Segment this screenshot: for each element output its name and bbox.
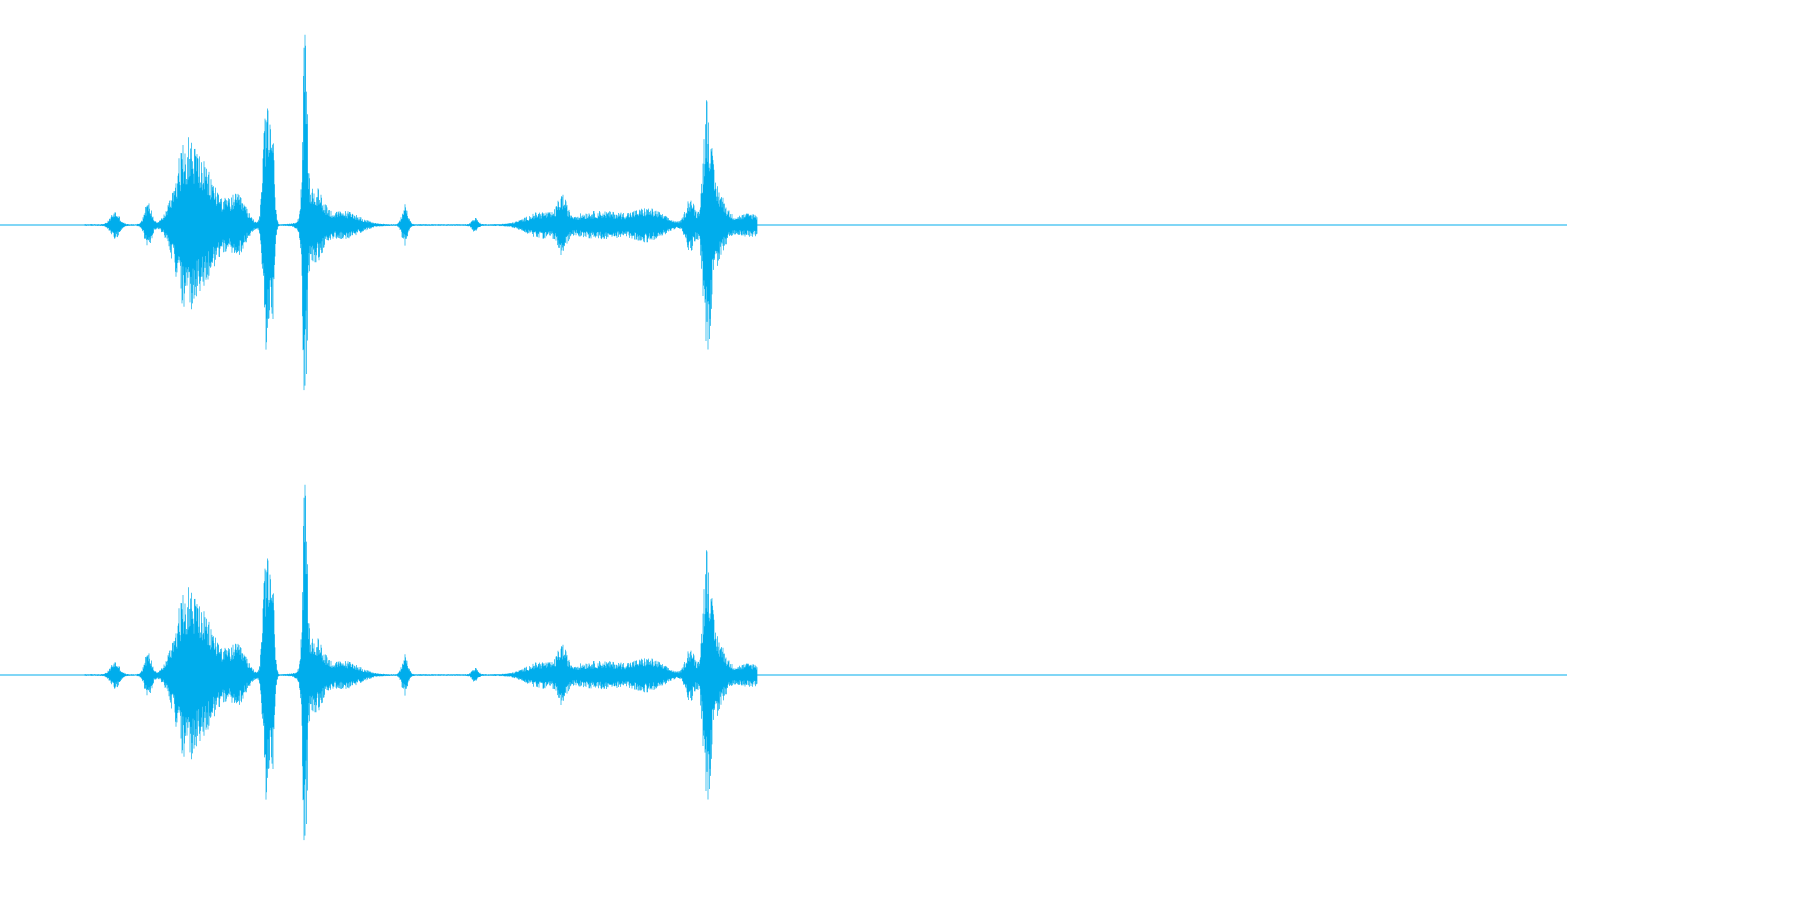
waveform-channel-2 <box>0 484 1567 841</box>
waveform-trace-channel-1 <box>84 34 758 391</box>
waveform-trace-channel-2 <box>84 484 758 841</box>
waveform-channel-1 <box>0 34 1567 391</box>
